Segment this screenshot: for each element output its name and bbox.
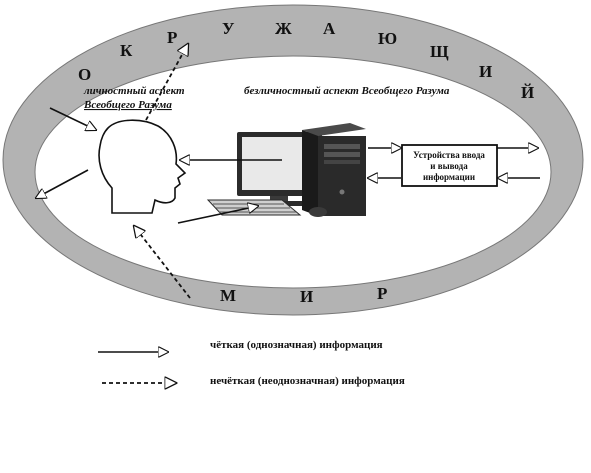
ring-letter: Р <box>377 284 387 303</box>
ring-word-top: О К Р У Ж А Ю Щ И Й <box>78 19 534 102</box>
ring-word-bottom: М И Р <box>220 284 387 306</box>
arrow-world-to-head-upper <box>49 107 96 130</box>
tower-front <box>318 136 366 216</box>
tower-side <box>302 130 318 216</box>
human-head-icon <box>98 119 187 214</box>
arrow-world-to-head-dashed <box>134 226 191 299</box>
drive-bay <box>324 160 360 164</box>
tower-top <box>302 123 366 136</box>
ring-letter: Р <box>167 28 177 47</box>
ring-letter: М <box>220 286 236 305</box>
personal-aspect-line2: Всеобщего Разума <box>83 99 172 111</box>
ring-letter: И <box>300 287 313 306</box>
clear-info-arrows <box>36 107 540 224</box>
personal-aspect-line1: личностный аспект <box>83 85 185 97</box>
io-box-line1: Устройства ввода <box>413 150 485 160</box>
fuzzy-info-arrows <box>134 44 191 299</box>
io-box-line3: информации <box>423 172 475 182</box>
drive-bay <box>324 144 360 149</box>
ring-letter: Щ <box>430 42 449 61</box>
ring-letter: О <box>78 65 91 84</box>
arrow-head-to-world-lower <box>36 169 89 198</box>
legend-clear-text: чёткая (однозначная) информация <box>210 339 383 351</box>
ring-letter: Ю <box>378 29 397 48</box>
ring-letter: А <box>323 19 336 38</box>
ring-letter: К <box>120 41 133 60</box>
arrow-keyboard-to-computer <box>177 206 258 224</box>
arrow-head-to-world-dashed <box>145 44 188 121</box>
legend: чёткая (однозначная) информация нечёткая… <box>98 339 405 387</box>
ring-letter: И <box>479 62 492 81</box>
power-button-icon <box>339 189 345 195</box>
drive-bay <box>324 152 360 157</box>
legend-fuzzy-text: нечёткая (неоднозначная) информация <box>210 375 405 387</box>
ring-letter: Й <box>521 83 534 102</box>
io-devices-box: Устройства ввода и вывода информации <box>401 144 498 187</box>
monitor-neck <box>270 196 288 201</box>
computer-tower <box>302 123 366 216</box>
ring-letter: Ж <box>275 19 292 38</box>
io-box-line2: и вывода <box>430 161 468 171</box>
impersonal-aspect-label: безличностный аспект Всеобщего Разума <box>244 85 450 97</box>
ring-letter: У <box>222 19 235 38</box>
mouse-icon <box>309 207 327 217</box>
